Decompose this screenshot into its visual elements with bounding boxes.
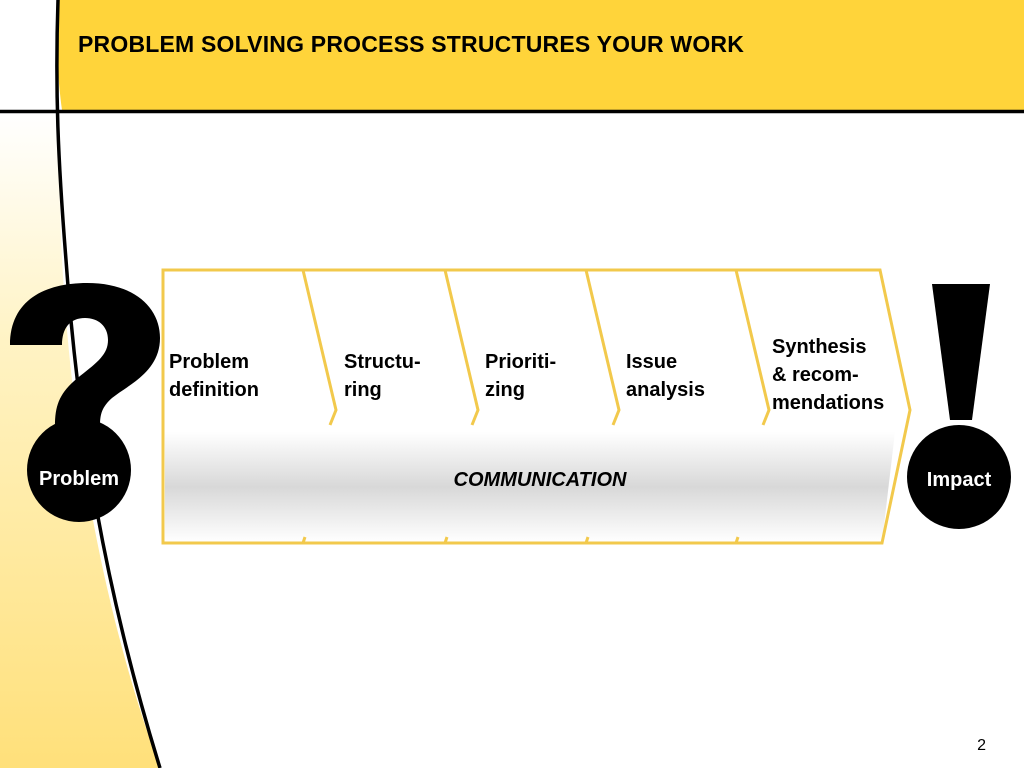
chevron-tick-3 (584, 536, 590, 544)
chevron-divider-1 (301, 269, 338, 426)
chevron-divider-4 (734, 269, 771, 426)
process-outline (161, 268, 912, 545)
communication-band (165, 432, 895, 542)
step-structuring: Structu- ring (344, 351, 421, 401)
problem-label: Problem (38, 468, 120, 490)
impact-label: Impact (926, 469, 992, 491)
chevron-tick-2 (443, 536, 449, 544)
step-synthesis-recommendations: Synthesis & recom- mendations (772, 336, 885, 414)
step-problem-definition: Problem definition (169, 351, 259, 401)
page-title: PROBLEM SOLVING PROCESS STRUCTURES YOUR … (78, 31, 745, 57)
step-prioritizing: Prioriti- zing (485, 351, 557, 401)
chevron-tick-4 (734, 536, 740, 544)
page-number: 2 (977, 737, 986, 754)
chevron-divider-2 (443, 269, 480, 426)
question-mark-icon (10, 283, 160, 522)
communication-label: COMMUNICATION (453, 469, 627, 491)
chevron-tick-1 (301, 536, 307, 544)
step-issue-analysis: Issue analysis (626, 351, 705, 401)
exclamation-mark-icon (907, 284, 1011, 529)
header-white-cut (0, 0, 62, 110)
left-gradient-region (0, 113, 160, 768)
header-band (0, 0, 1024, 110)
chevron-divider-3 (584, 269, 621, 426)
